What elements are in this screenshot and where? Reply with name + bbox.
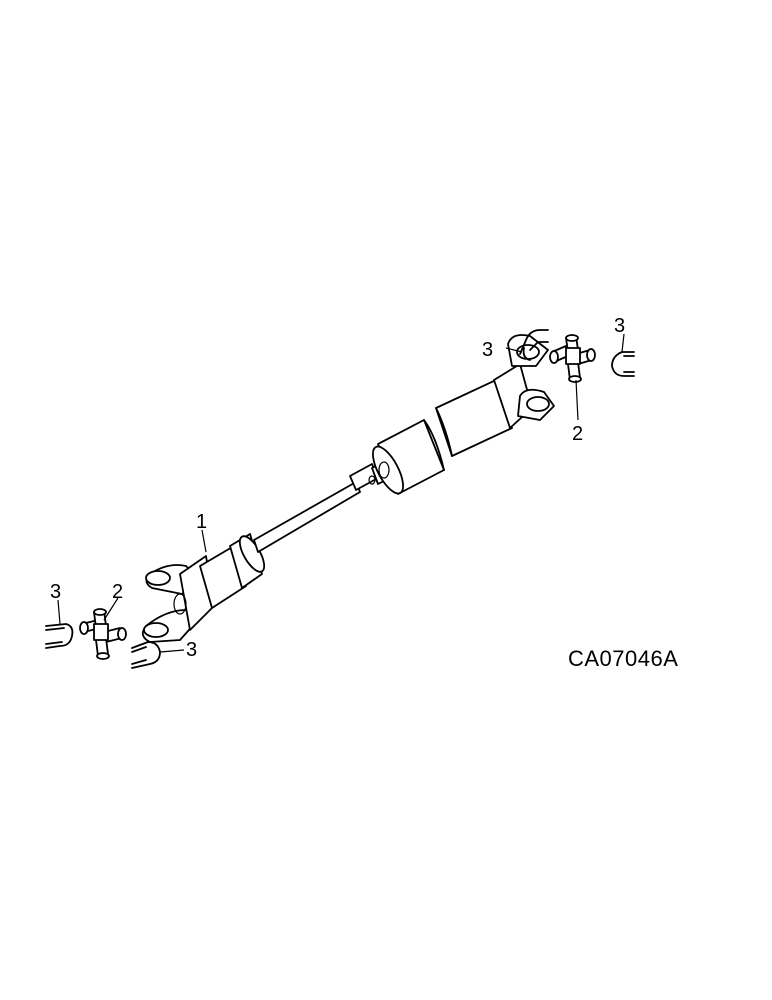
callout-bolt-left-a: 3 <box>50 581 61 603</box>
drawing-code: CA07046A <box>568 646 678 671</box>
callout-bolt-left-b: 3 <box>186 639 197 661</box>
right-u-bolt-top <box>519 329 549 361</box>
left-u-bolt-top <box>45 623 74 649</box>
callout-bolt-right-a: 3 <box>482 339 493 361</box>
right-tube <box>372 379 513 495</box>
left-cross-bearing <box>79 608 127 660</box>
callout-cross-right: 2 <box>572 423 583 445</box>
right-u-bolt-side <box>611 351 635 377</box>
callout-cross-left: 2 <box>112 581 123 603</box>
left-tube <box>199 533 266 609</box>
callout-bolt-right-b: 3 <box>614 315 625 337</box>
leader-lines <box>57 333 625 653</box>
drive-shaft-assembly <box>141 334 555 643</box>
right-cross-bearing <box>549 334 596 383</box>
callout-shaft: 1 <box>196 511 207 533</box>
left-u-bolt-bottom <box>131 641 161 669</box>
